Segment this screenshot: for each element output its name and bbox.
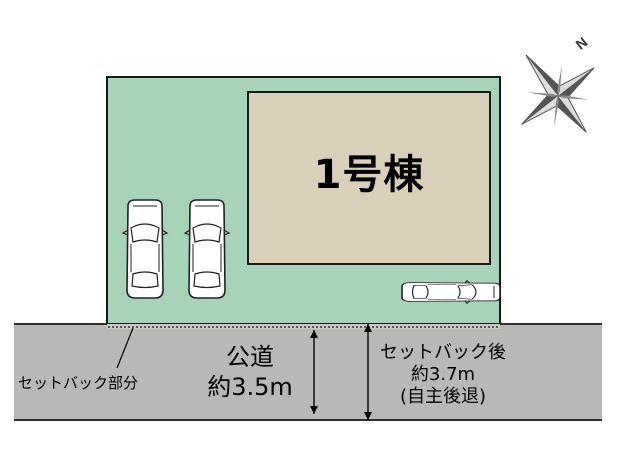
car-icon xyxy=(122,199,168,299)
building-name: 1号棟 xyxy=(313,152,425,198)
compass-rose-icon xyxy=(521,54,595,133)
building xyxy=(247,91,491,265)
setback-after-note: (自主後退) xyxy=(399,386,487,407)
road-width-text: 約3.5m xyxy=(207,373,293,401)
setback-part-label: セットバック部分 xyxy=(18,374,139,392)
setback-strip xyxy=(107,324,500,329)
compass-north-label: N xyxy=(572,34,590,53)
setback-after-title: セットバック後 xyxy=(380,342,506,363)
setback-leader-line xyxy=(116,327,134,369)
road-label: 公道 約3.5m xyxy=(190,342,310,402)
setback-after-label: セットバック後 約3.7m (自主後退) xyxy=(368,342,518,408)
road-type-text: 公道 xyxy=(226,343,274,371)
road-width-arrow xyxy=(310,330,318,414)
car-icon xyxy=(184,199,230,299)
setback-width-arrow xyxy=(364,324,372,420)
setback-after-width: 約3.7m xyxy=(410,364,476,385)
road xyxy=(14,324,602,420)
car-icon xyxy=(401,279,501,305)
